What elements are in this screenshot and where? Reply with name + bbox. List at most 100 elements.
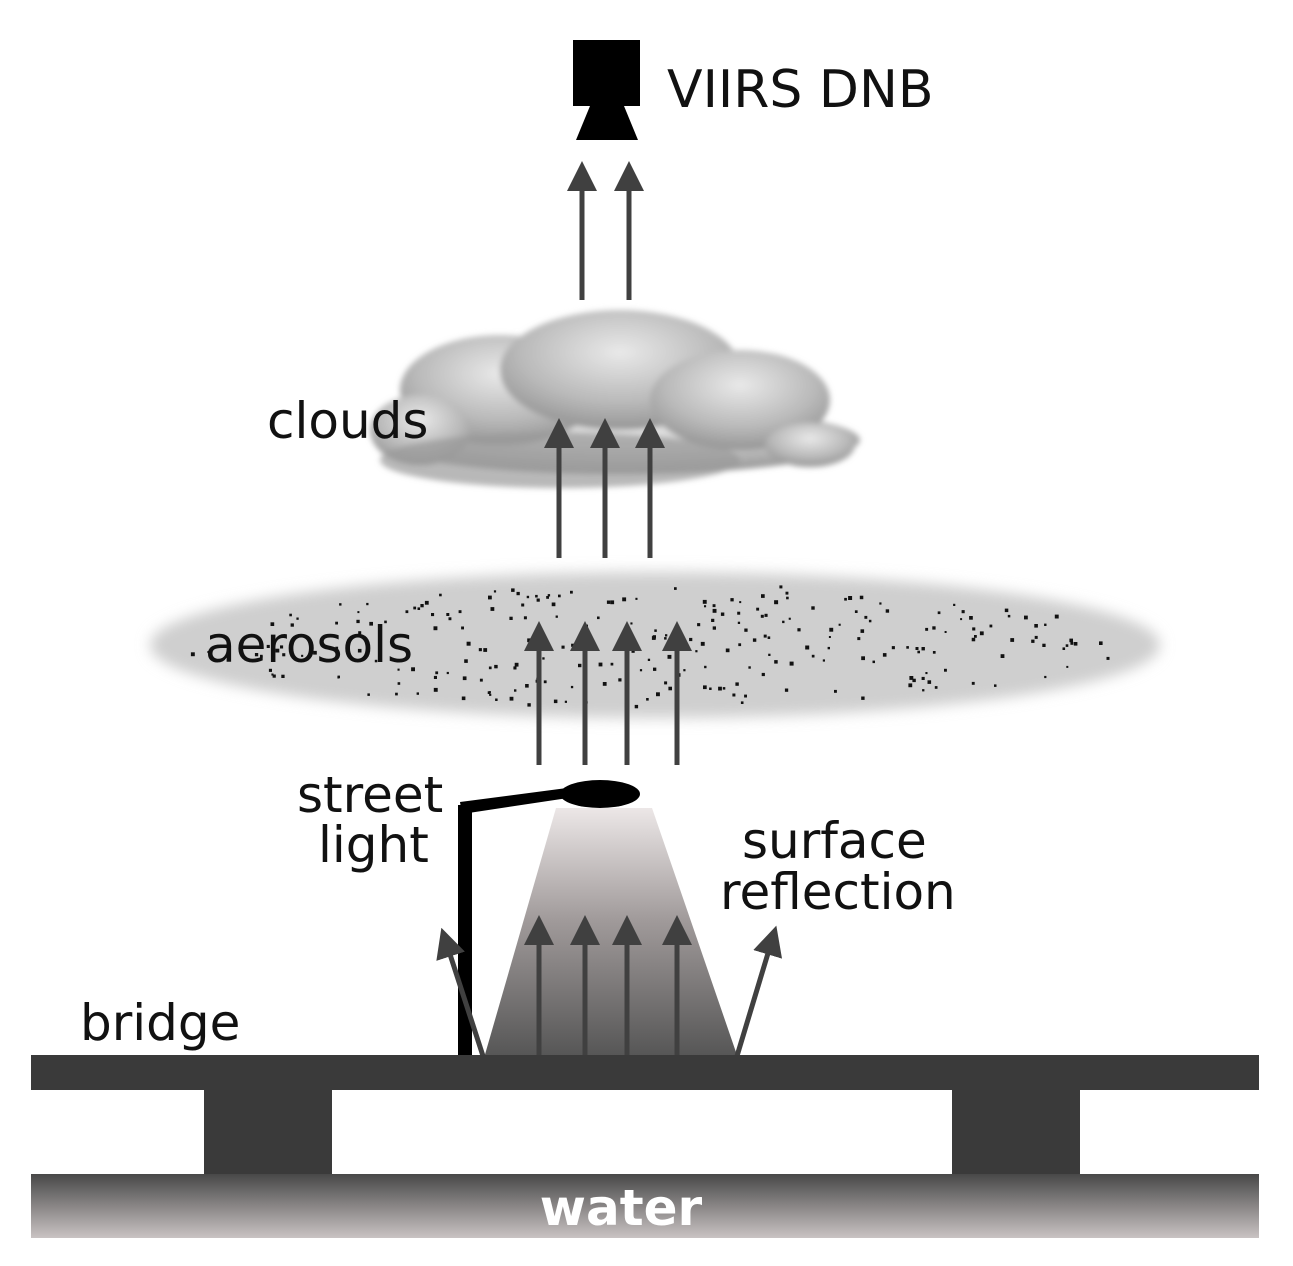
aerosol-particle — [536, 598, 540, 602]
satellite-sensor-icon — [573, 40, 640, 140]
aerosol-particle — [366, 602, 369, 606]
aerosol-particle — [367, 693, 370, 696]
aerosol-particle — [761, 672, 765, 677]
aerosol-particle — [513, 666, 517, 670]
aerosol-particle — [1044, 623, 1047, 626]
aerosol-particle — [572, 647, 576, 651]
aerosol-particle — [703, 685, 707, 690]
aerosol-particle — [944, 631, 947, 633]
aerosol-particle — [301, 654, 304, 657]
aerosol-particle — [712, 626, 716, 630]
aerosol-particle — [828, 636, 831, 638]
aerosol-particle — [722, 687, 726, 690]
aerosol-particle — [937, 611, 941, 615]
aerosol-particle — [570, 685, 574, 689]
aerosol-particle — [961, 610, 965, 614]
aerosol-particle — [1034, 624, 1038, 628]
aerosol-particle — [547, 594, 551, 597]
aerosol-particle — [1007, 614, 1011, 618]
aerosol-particle — [458, 610, 462, 614]
aerosol-particle — [647, 658, 651, 661]
aerosol-particle — [774, 600, 779, 605]
aerosol-particle — [786, 596, 789, 600]
aerosol-particle — [782, 620, 785, 624]
aerosol-particle — [868, 619, 872, 623]
aerosol-particle — [891, 646, 895, 650]
aerosol-particle — [720, 612, 725, 616]
aerosol-particle — [551, 602, 556, 607]
aerosol-particle — [339, 603, 342, 606]
aerosol-particle — [1073, 642, 1078, 646]
aerosol-particle — [1010, 638, 1015, 642]
aerosol-particle — [979, 631, 984, 636]
aerosol-particle — [335, 621, 338, 625]
aerosol-particle — [509, 616, 513, 620]
aerosol-particle — [1099, 641, 1103, 645]
aerosol-particle — [433, 687, 438, 692]
aerosol-particle — [748, 666, 751, 669]
aerosol-particle — [994, 684, 997, 687]
aerosol-particle — [761, 594, 765, 598]
aerosol-particle — [789, 661, 794, 666]
aerosol-particle — [357, 648, 362, 653]
aerosol-particle — [797, 628, 801, 632]
aerosol-particle — [290, 623, 294, 627]
aerosol-particle — [606, 600, 611, 604]
aerosol-particle — [296, 617, 299, 620]
aerosol-particle — [357, 611, 360, 614]
aerosol-particle — [543, 680, 547, 684]
aerosol-particle — [511, 588, 515, 592]
aerosol-particle — [763, 634, 767, 638]
aerosol-particle — [646, 698, 649, 701]
clouds-label: clouds — [267, 392, 428, 450]
aerosol-particle — [448, 617, 452, 621]
aerosol-particle — [494, 665, 498, 669]
aerosol-particle — [785, 591, 789, 595]
aerosol-particle — [282, 653, 286, 657]
aerosol-particle — [712, 604, 716, 608]
aerosol-particle — [489, 693, 492, 696]
aerosol-particle — [925, 627, 929, 631]
aerosol-particle — [546, 596, 549, 599]
aerosol-particle — [953, 603, 956, 606]
aerosol-particle — [622, 597, 627, 602]
aerosol-particle — [1042, 643, 1046, 647]
aerosol-particle — [525, 684, 529, 688]
aerosol-particle — [857, 637, 861, 641]
aerosol-particle — [805, 645, 810, 650]
surface-reflection-arrows — [436, 925, 783, 1057]
aerosol-particle — [610, 662, 614, 666]
aerosol-particle — [483, 648, 488, 652]
aerosol-particle — [413, 606, 417, 610]
aerosol-particle — [932, 651, 936, 654]
aerosol-particle — [1070, 641, 1074, 645]
aerosol-particle — [542, 657, 545, 660]
aerosol-particle — [711, 618, 715, 622]
aerosol-particle — [860, 629, 865, 633]
aerosol-particle — [1069, 638, 1073, 643]
aerosol-particle — [915, 647, 919, 650]
aerosol-particle — [654, 629, 657, 632]
arrows-through-clouds — [544, 418, 665, 558]
aerosol-particle — [922, 689, 925, 692]
aerosol-particle — [337, 676, 340, 679]
aerosol-particle — [439, 593, 442, 597]
bridge-pier-left — [204, 1090, 332, 1174]
aerosol-particle — [313, 650, 317, 655]
aerosol-particle — [190, 652, 195, 657]
aerosol-particle — [1054, 614, 1059, 619]
aerosol-particle — [578, 663, 582, 668]
bridge-deck — [31, 1055, 1259, 1090]
aerosol-particle — [526, 595, 530, 599]
aerosol-particle — [364, 638, 368, 642]
aerosols-label: aerosols — [205, 616, 413, 674]
aerosol-particle — [514, 689, 517, 692]
aerosol-particle — [420, 604, 424, 608]
aerosol-particles — [190, 585, 1110, 709]
aerosol-particle — [906, 646, 909, 649]
aerosol-particle — [1044, 675, 1047, 679]
aerosol-particle — [760, 614, 764, 618]
aerosol-particle — [972, 627, 976, 631]
aerosol-particle — [925, 672, 928, 675]
aerosol-particle — [704, 665, 707, 669]
